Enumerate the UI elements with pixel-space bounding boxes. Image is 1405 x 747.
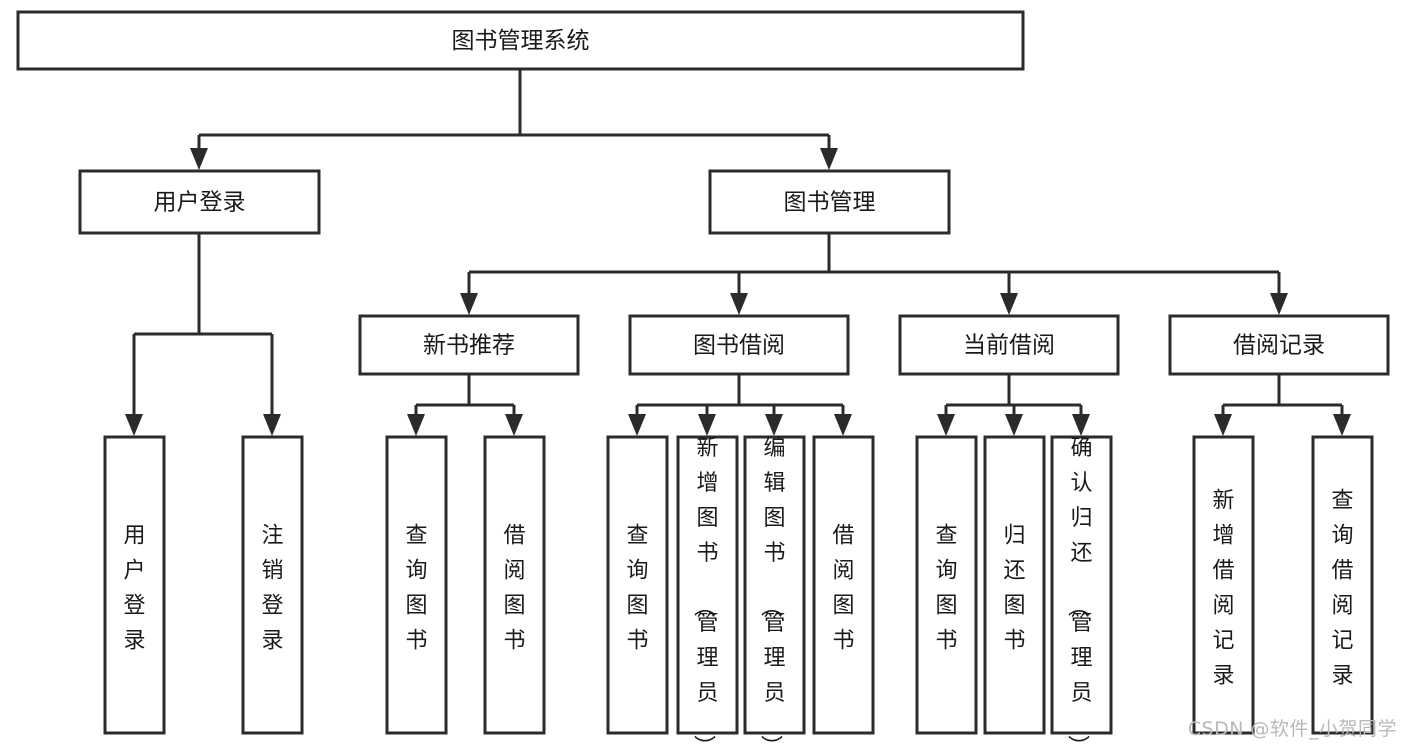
node-box[interactable] <box>483 435 546 735</box>
connector-arrow-icon <box>628 414 646 436</box>
connector-borrowrecord-to-leaves <box>1214 374 1351 436</box>
node-leaf-query-book-1[interactable]: 查询图书 <box>385 435 448 735</box>
node-label: 当前借阅 <box>963 333 1055 359</box>
connector-arrow-icon <box>190 148 208 170</box>
node-user-login[interactable]: 用户登录 <box>78 169 321 235</box>
connector-arrow-icon <box>1214 414 1232 436</box>
node-label: 确认归还（管理员） <box>1064 436 1092 747</box>
node-label: 归还图书 <box>1003 523 1025 653</box>
nodes-layer: 图书管理系统用户登录图书管理新书推荐图书借阅当前借阅借阅记录用户登录注销登录查询… <box>16 10 1390 747</box>
connector-currentborrow-to-leaves <box>937 374 1090 436</box>
node-label: 用户登录 <box>154 190 246 216</box>
connector-bookmanage-to-level3 <box>460 233 1288 315</box>
node-leaf-add-book[interactable]: 新增图书（管理员） <box>676 435 739 747</box>
node-root[interactable]: 图书管理系统 <box>16 10 1025 71</box>
node-label: 借阅记录 <box>1233 333 1325 359</box>
node-leaf-query-book-2[interactable]: 查询图书 <box>606 435 669 735</box>
node-box[interactable] <box>16 10 1025 71</box>
connector-arrow-icon <box>937 414 955 436</box>
node-leaf-add-record[interactable]: 新增借阅记录 <box>1192 435 1255 735</box>
node-leaf-query-book-3[interactable]: 查询图书 <box>915 435 978 735</box>
node-label: 查询图书 <box>935 523 957 653</box>
node-leaf-query-record[interactable]: 查询借阅记录 <box>1311 435 1374 735</box>
connector-newbookrec-to-leaves <box>407 374 523 436</box>
connector-arrow-icon <box>125 414 143 436</box>
node-book-manage[interactable]: 图书管理 <box>708 169 951 235</box>
node-borrow-record[interactable]: 借阅记录 <box>1168 314 1390 376</box>
node-label: 查询图书 <box>405 523 427 653</box>
node-label: 图书管理系统 <box>452 28 590 54</box>
node-box[interactable] <box>708 169 951 235</box>
connector-arrow-icon <box>834 414 852 436</box>
connector-arrow-icon <box>460 293 478 315</box>
node-box[interactable] <box>628 314 850 376</box>
node-label: 借阅图书 <box>832 523 854 653</box>
node-box[interactable] <box>1192 435 1255 735</box>
node-box[interactable] <box>1050 435 1113 735</box>
node-box[interactable] <box>78 169 321 235</box>
node-label: 图书管理 <box>784 190 876 216</box>
connectors-layer <box>125 69 1351 436</box>
node-box[interactable] <box>358 314 580 376</box>
connector-arrow-icon <box>263 414 281 436</box>
connector-arrow-icon <box>1072 414 1090 436</box>
node-label: 借阅图书 <box>503 523 525 653</box>
node-leaf-edit-book[interactable]: 编辑图书（管理员） <box>743 435 806 747</box>
node-box[interactable] <box>898 314 1120 376</box>
node-current-borrow[interactable]: 当前借阅 <box>898 314 1120 376</box>
node-box[interactable] <box>983 435 1046 735</box>
node-box[interactable] <box>1168 314 1390 376</box>
node-box[interactable] <box>812 435 875 735</box>
node-leaf-user-login[interactable]: 用户登录 <box>103 435 166 735</box>
node-book-borrow[interactable]: 图书借阅 <box>628 314 850 376</box>
node-label: 编辑图书（管理员） <box>757 436 785 747</box>
node-box[interactable] <box>743 435 806 735</box>
node-leaf-borrow-book-2[interactable]: 借阅图书 <box>812 435 875 735</box>
node-box[interactable] <box>103 435 166 735</box>
connector-root-to-level2 <box>190 69 838 170</box>
node-leaf-confirm-return[interactable]: 确认归还（管理员） <box>1050 435 1113 747</box>
connector-arrow-icon <box>820 148 838 170</box>
node-box[interactable] <box>385 435 448 735</box>
node-box[interactable] <box>606 435 669 735</box>
node-box[interactable] <box>1311 435 1374 735</box>
node-label: 注销登录 <box>261 523 283 653</box>
node-leaf-borrow-book-1[interactable]: 借阅图书 <box>483 435 546 735</box>
connector-arrow-icon <box>1005 414 1023 436</box>
connector-arrow-icon <box>407 414 425 436</box>
connector-arrow-icon <box>765 414 783 436</box>
node-label: 新增借阅记录 <box>1212 488 1234 688</box>
connector-userlogin-to-leaves <box>125 233 281 436</box>
node-label: 用户登录 <box>123 523 145 653</box>
node-label: 新书推荐 <box>423 333 515 359</box>
connector-arrow-icon <box>698 414 716 436</box>
connector-arrow-icon <box>730 293 748 315</box>
node-box[interactable] <box>676 435 739 735</box>
node-leaf-user-logout[interactable]: 注销登录 <box>241 435 304 735</box>
node-box[interactable] <box>915 435 978 735</box>
node-label: 图书借阅 <box>693 333 785 359</box>
connector-arrow-icon <box>1270 293 1288 315</box>
connector-arrow-icon <box>505 414 523 436</box>
node-label: 新增图书（管理员） <box>690 436 718 747</box>
node-label: 查询图书 <box>626 523 648 653</box>
connector-arrow-icon <box>1333 414 1351 436</box>
node-new-book-rec[interactable]: 新书推荐 <box>358 314 580 376</box>
node-leaf-return-book[interactable]: 归还图书 <box>983 435 1046 735</box>
node-label: 查询借阅记录 <box>1331 488 1353 688</box>
connector-arrow-icon <box>1000 293 1018 315</box>
node-box[interactable] <box>241 435 304 735</box>
connector-bookborrow-to-leaves <box>628 374 852 436</box>
